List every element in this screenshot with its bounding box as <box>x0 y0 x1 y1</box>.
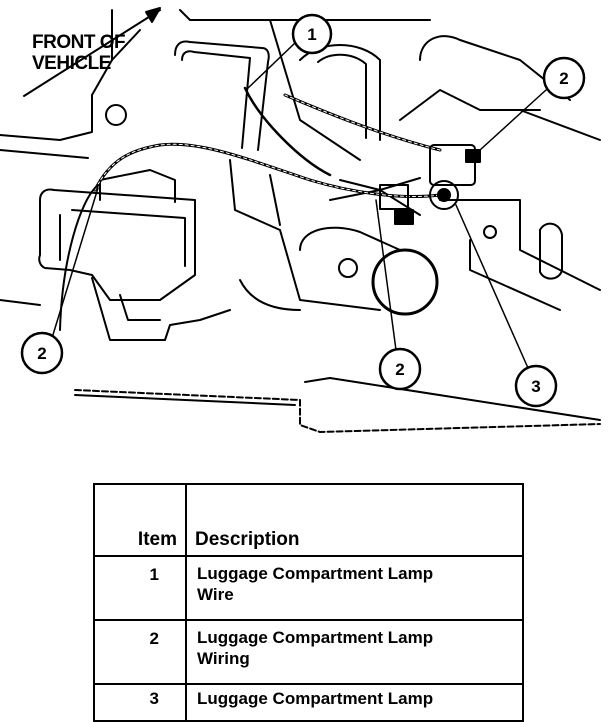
callout-2-center: 2 <box>378 347 422 391</box>
legend-item-description: Luggage Compartment Lamp <box>185 683 524 722</box>
description-line: Luggage Compartment Lamp <box>197 689 434 708</box>
front-label-line-1: FRONT OF <box>32 32 126 53</box>
callout-2-center-text: 2 <box>395 360 404 379</box>
callout-2-left: 2 <box>20 331 64 375</box>
description-line: Wire <box>197 585 234 604</box>
front-direction-arrow <box>23 7 161 97</box>
callout-2-right-text: 2 <box>559 69 568 88</box>
floor-edge <box>74 377 601 433</box>
legend-item-number: 2 <box>93 619 187 685</box>
wiring-diagram: 1 2 2 2 3 <box>0 7 601 433</box>
description-line: Luggage Compartment Lamp <box>197 564 434 583</box>
legend-item-number: 1 <box>93 555 187 621</box>
lamp-assembly <box>339 144 481 225</box>
front-of-vehicle-label: FRONT OF VEHICLE <box>32 32 126 74</box>
callout-1-text: 1 <box>307 25 316 44</box>
header-description: Description <box>185 483 524 557</box>
legend-item-description: Luggage Compartment Lamp Wire <box>185 555 524 621</box>
legend-table: Item Description 1 Luggage Compartment L… <box>93 483 524 722</box>
vehicle-body-outline <box>0 9 601 341</box>
legend-row: 1 Luggage Compartment Lamp Wire <box>93 555 524 621</box>
description-line: Wiring <box>197 649 250 668</box>
callout-2-left-text: 2 <box>37 344 46 363</box>
callout-leaders <box>51 41 547 369</box>
callout-2-right: 2 <box>542 56 586 100</box>
legend-row: 3 Luggage Compartment Lamp <box>93 683 524 722</box>
description-line: Luggage Compartment Lamp <box>197 628 434 647</box>
callout-1: 1 <box>291 13 333 55</box>
callout-3-text: 3 <box>531 377 540 396</box>
header-item: Item <box>93 483 187 557</box>
legend-item-number: 3 <box>93 683 187 722</box>
callout-3: 3 <box>514 364 558 408</box>
front-label-line-2: VEHICLE <box>32 53 111 74</box>
legend-row: 2 Luggage Compartment Lamp Wiring <box>93 619 524 685</box>
legend-header-row: Item Description <box>93 483 524 557</box>
access-holes <box>105 104 497 316</box>
legend-item-description: Luggage Compartment Lamp Wiring <box>185 619 524 685</box>
